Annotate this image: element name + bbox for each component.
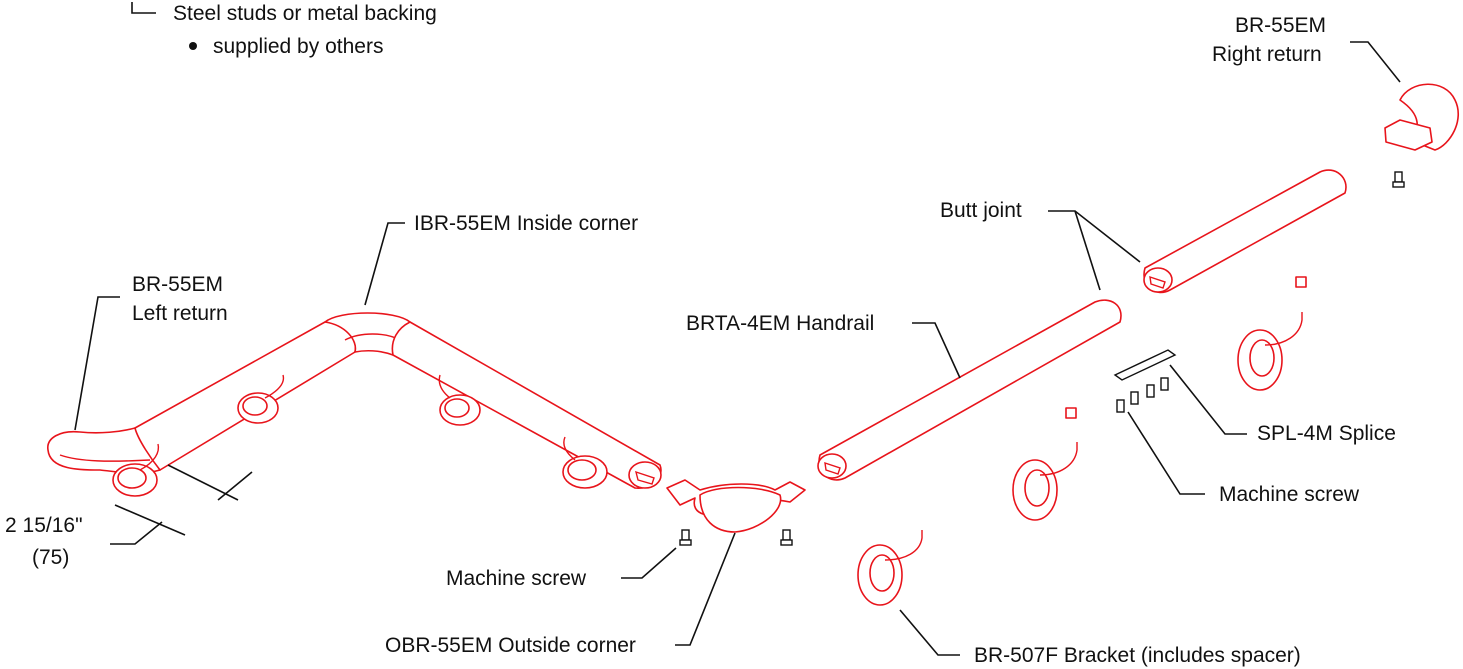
bracket-left-4 bbox=[562, 436, 608, 489]
label-br55-right-code: BR-55EM bbox=[1235, 14, 1327, 37]
dimension-leader bbox=[110, 521, 163, 545]
label-supplied-by-others: supplied by others bbox=[213, 35, 384, 58]
upper-handrail-part bbox=[1143, 169, 1347, 294]
label-obr55: OBR-55EM Outside corner bbox=[385, 634, 636, 657]
label-dimension-mm: (75) bbox=[32, 546, 70, 569]
dimension-line-bottom bbox=[114, 504, 186, 536]
label-brta4: BRTA-4EM Handrail bbox=[686, 312, 875, 335]
label-br55-right-desc: Right return bbox=[1212, 43, 1322, 66]
leader-ibr55 bbox=[364, 222, 405, 306]
leader-br507 bbox=[899, 609, 960, 656]
bracket-left-2 bbox=[237, 374, 285, 424]
leader-machine-screw-right bbox=[1127, 411, 1205, 495]
right-angled-rail-part bbox=[391, 321, 662, 489]
leader-butt-joint-1 bbox=[1048, 210, 1141, 263]
bullet-dot bbox=[189, 42, 197, 50]
dimension-line-top bbox=[167, 464, 239, 501]
machine-screw-outside-left bbox=[679, 529, 692, 546]
bracket-right-middle bbox=[1012, 407, 1078, 521]
leader-butt-joint-2 bbox=[1074, 210, 1101, 291]
label-machine-screw-left: Machine screw bbox=[446, 567, 587, 590]
leader-brta4 bbox=[912, 322, 961, 379]
label-spl4: SPL-4M Splice bbox=[1257, 422, 1396, 445]
label-dimension-inch: 2 15/16" bbox=[5, 514, 83, 537]
label-ibr55: IBR-55EM Inside corner bbox=[414, 212, 639, 235]
center-handrail-part bbox=[817, 299, 1122, 481]
label-br55-left-desc: Left return bbox=[132, 302, 228, 325]
label-br507: BR-507F Bracket (includes spacer) bbox=[974, 644, 1301, 667]
leader-steel-studs bbox=[131, 2, 156, 14]
outside-corner-part bbox=[666, 479, 806, 533]
bracket-left-3 bbox=[438, 374, 481, 426]
label-butt-joint: Butt joint bbox=[940, 199, 1022, 222]
label-machine-screw-right: Machine screw bbox=[1219, 483, 1360, 506]
bracket-right-upper bbox=[1237, 276, 1307, 391]
splice-part bbox=[1113, 349, 1177, 413]
right-return-part bbox=[1384, 83, 1460, 188]
leader-obr55 bbox=[675, 532, 736, 646]
bracket-right-lower bbox=[857, 530, 923, 606]
bracket-left-1 bbox=[112, 443, 160, 497]
label-steel-studs: Steel studs or metal backing bbox=[173, 2, 437, 25]
leader-machine-screw-left bbox=[621, 547, 677, 579]
leader-spl4 bbox=[1169, 364, 1247, 435]
leader-br55-left bbox=[74, 296, 120, 431]
label-br55-left-code: BR-55EM bbox=[132, 273, 224, 296]
leader-br55-right bbox=[1350, 41, 1401, 83]
machine-screw-outside-right bbox=[780, 529, 793, 546]
dimension-tick bbox=[217, 471, 253, 501]
